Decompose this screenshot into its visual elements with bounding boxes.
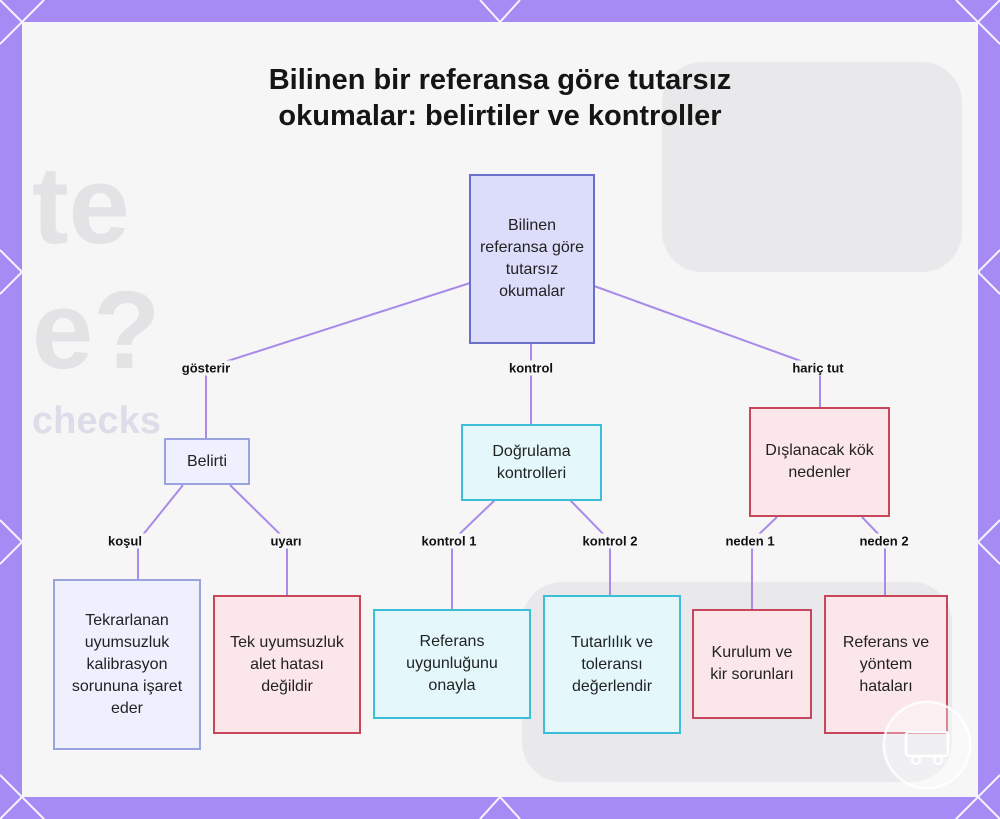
node-symptom[interactable]: Belirti	[164, 438, 250, 485]
node-root[interactable]: Bilinen referansa göre tutarsız okumalar	[469, 174, 595, 344]
watermark-logo-icon	[882, 700, 972, 790]
edge-label-control: kontrol	[505, 361, 557, 376]
edge-exclude-cause2	[862, 517, 885, 595]
edge-label-warning: uyarı	[266, 534, 305, 549]
node-verification-checks[interactable]: Doğrulama kontrolleri	[461, 424, 602, 501]
edge-checks-check1	[452, 500, 495, 610]
node-warning[interactable]: Tek uyumsuzluk alet hatası değildir	[213, 595, 361, 734]
edge-label-check2: kontrol 2	[579, 534, 642, 549]
edge-root-symptom	[206, 283, 470, 438]
edge-label-cause2: neden 2	[855, 534, 912, 549]
edge-root-exclude	[594, 286, 820, 408]
edge-symptom-condition	[138, 485, 183, 580]
node-check-2[interactable]: Tutarlılık ve toleransı değerlendir	[543, 595, 681, 734]
node-condition[interactable]: Tekrarlanan uyumsuzluk kalibrasyon sorun…	[53, 579, 201, 750]
edge-label-shows: gösterir	[178, 361, 234, 376]
edge-label-condition: koşul	[104, 534, 146, 549]
node-cause-1[interactable]: Kurulum ve kir sorunları	[692, 609, 812, 719]
edge-exclude-cause1	[752, 517, 777, 610]
edge-label-cause1: neden 1	[721, 534, 778, 549]
edge-label-check1: kontrol 1	[418, 534, 481, 549]
edge-label-exclude: hariç tut	[788, 361, 847, 376]
node-check-1[interactable]: Referans uygunluğunu onayla	[373, 609, 531, 719]
node-root-causes-to-exclude[interactable]: Dışlanacak kök nedenler	[749, 407, 890, 517]
